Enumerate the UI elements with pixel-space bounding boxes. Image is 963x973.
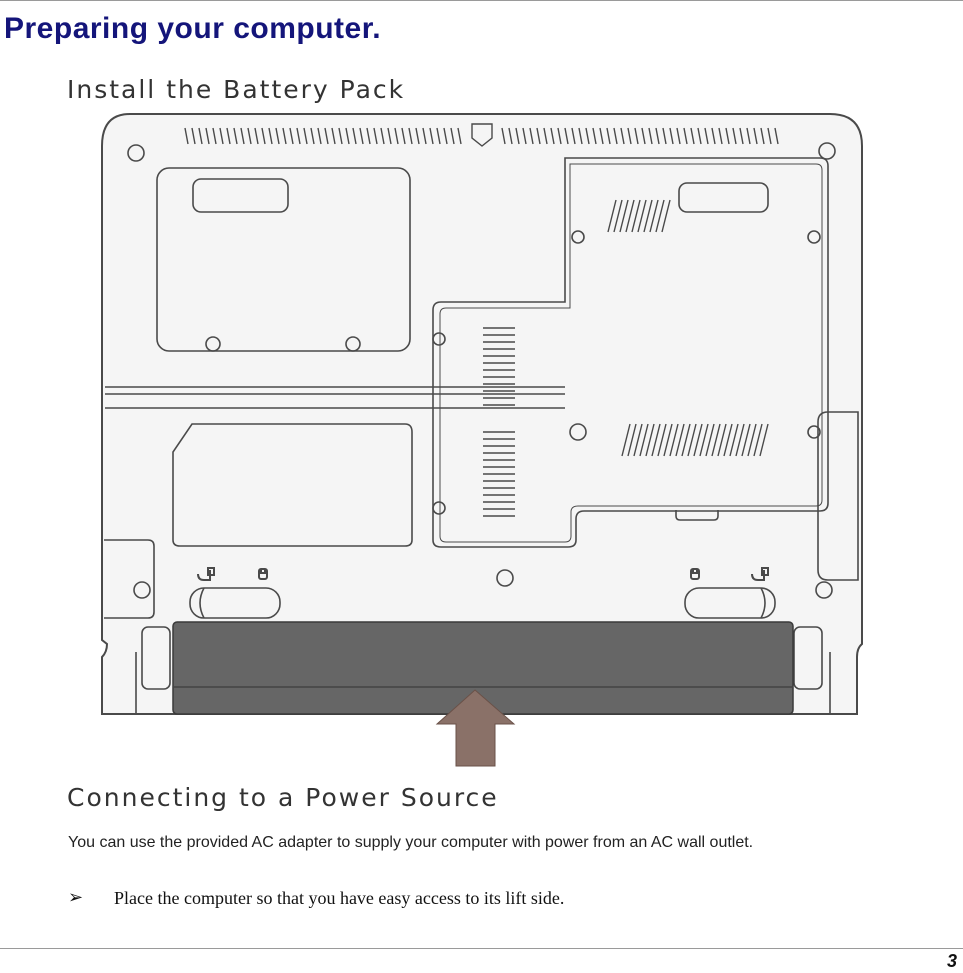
left-upper-cover [156,167,411,352]
cover-vent-upper [607,199,671,233]
left-lower-cover [172,423,413,547]
left-upper-slot [192,178,289,213]
screw-hole [815,581,833,599]
screw-hole [818,142,836,160]
left-battery-latch [189,587,281,619]
bullet-item-text: Place the computer so that you have easy… [114,888,565,908]
page-number: 3 [946,951,957,971]
right-battery-latch [684,587,776,619]
arrow-bullet-icon: ➢ [68,887,84,908]
screw-hole [569,423,587,441]
insert-direction-arrow [435,689,516,767]
memory-vent-lower [483,431,515,517]
bottom-divider [0,948,963,949]
cover-vent-lower [621,423,769,457]
screw-hole [133,581,151,599]
top-divider [0,0,963,1]
power-section-body: You can use the provided AC adapter to s… [68,834,754,851]
lock-symbol-right [690,568,700,580]
lock-symbol-left [258,568,268,580]
unlock-symbol-left [197,567,215,581]
page-title: Preparing your computer. [4,12,382,45]
right-component-cover [432,157,829,548]
screw-hole [127,144,145,162]
laptop-underside-illustration [101,113,863,767]
top-vent-grille [184,123,779,147]
memory-vent-upper [483,327,515,406]
battery-section-heading: Install the Battery Pack [67,75,406,104]
screw-hole [496,569,514,587]
unlock-symbol-right [751,567,769,581]
power-section-heading: Connecting to a Power Source [67,783,499,812]
